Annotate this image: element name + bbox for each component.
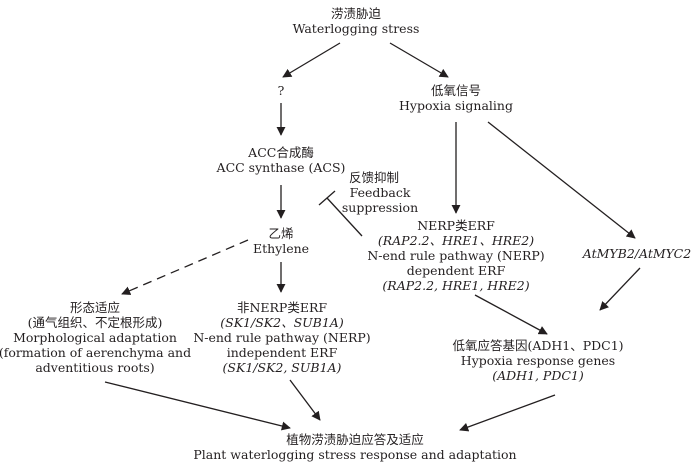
label-en-2: suppression: [341, 200, 419, 215]
arrow-morph-to-final: [104, 381, 291, 431]
node-ethylene: 乙烯 Ethylene: [253, 226, 309, 256]
label-en-1: N-end rule pathway (NERP): [193, 330, 371, 345]
label-en: ACC synthase (ACS): [216, 160, 346, 175]
inhibition-line: [326, 197, 363, 237]
label-genes-zh: (RAP2.2、HRE1、HRE2): [377, 233, 535, 248]
label-question: ?: [277, 83, 285, 98]
inhibition-bar: [318, 190, 336, 206]
label-genes-en: (SK1/SK2, SUB1A): [222, 360, 342, 375]
label-zh: ACC合成酶: [248, 145, 314, 160]
node-hypoxia-response-genes: 低氧应答基因(ADH1、PDC1) Hypoxia response genes…: [452, 338, 623, 383]
label-genes-en: (RAP2.2, HRE1, HRE2): [382, 278, 530, 293]
label-zh: 形态适应: [69, 300, 120, 315]
arrow-hypoxia-to-mybmyc: [487, 121, 636, 239]
label-en: Hypoxia signaling: [399, 98, 513, 113]
label-en-2: (formation of aerenchyma and: [0, 345, 192, 360]
node-unknown: ?: [278, 83, 285, 98]
arrow-mybmyc-to-genes: [599, 267, 641, 311]
arrow-nonnerp-to-final: [289, 379, 321, 421]
label-en-1: N-end rule pathway (NERP): [367, 248, 545, 263]
node-plant-response-adaptation: 植物涝渍胁迫应答及适应 Plant waterlogging stress re…: [193, 432, 516, 462]
arrow-stress-to-unknown: [282, 42, 341, 78]
node-hypoxia-signaling: 低氧信号 Hypoxia signaling: [399, 83, 513, 113]
label-genes-en: (ADH1, PDC1): [492, 368, 584, 383]
label-en-1: Morphological adaptation: [13, 330, 177, 345]
arrow-genes-to-final: [459, 394, 556, 432]
label-genes: AtMYB2/AtMYC2: [582, 246, 692, 261]
node-non-nerp-erf: 非NERP类ERF (SK1/SK2、SUB1A) N-end rule pat…: [193, 300, 370, 375]
label-zh: 反馈抑制: [348, 170, 399, 185]
label-en-1: Feedback: [349, 185, 411, 200]
label-en-2: independent ERF: [226, 345, 338, 360]
label-zh: 植物涝渍胁迫应答及适应: [286, 432, 424, 447]
node-acc-synthase: ACC合成酶 ACC synthase (ACS): [217, 145, 346, 175]
label-en-2: dependent ERF: [406, 263, 506, 278]
node-atmyb2-atmyc2: AtMYB2/AtMYC2: [583, 246, 691, 261]
label-zh: NERP类ERF: [417, 218, 495, 233]
label-zh: 非NERP类ERF: [236, 300, 328, 315]
label-en: Plant waterlogging stress response and a…: [193, 447, 517, 462]
node-feedback-suppression: 反馈抑制 Feedback suppression: [342, 170, 418, 215]
label-en-3: adventitious roots): [35, 360, 155, 375]
label-zh: 乙烯: [268, 226, 294, 241]
label-zh: 低氧信号: [430, 83, 481, 98]
label-zh: 涝渍胁迫: [330, 6, 381, 21]
node-nerp-erf: NERP类ERF (RAP2.2、HRE1、HRE2) N-end rule p…: [367, 218, 544, 293]
label-en: Waterlogging stress: [292, 21, 420, 36]
label-zh: 低氧应答基因(ADH1、PDC1): [452, 338, 624, 353]
arrow-nerp-to-genes: [474, 294, 548, 335]
label-zh-detail: (通气组织、不定根形成): [27, 315, 163, 330]
node-morphological-adaptation: 形态适应 (通气组织、不定根形成) Morphological adaptati…: [0, 300, 191, 375]
arrow-stress-to-hypoxia: [389, 42, 449, 78]
label-genes-zh: (SK1/SK2、SUB1A): [220, 315, 344, 330]
arrow-ethylene-to-morph: [121, 239, 249, 295]
label-en: Ethylene: [252, 241, 310, 256]
node-waterlogging-stress: 涝渍胁迫 Waterlogging stress: [293, 6, 420, 36]
label-en-1: Hypoxia response genes: [460, 353, 616, 368]
